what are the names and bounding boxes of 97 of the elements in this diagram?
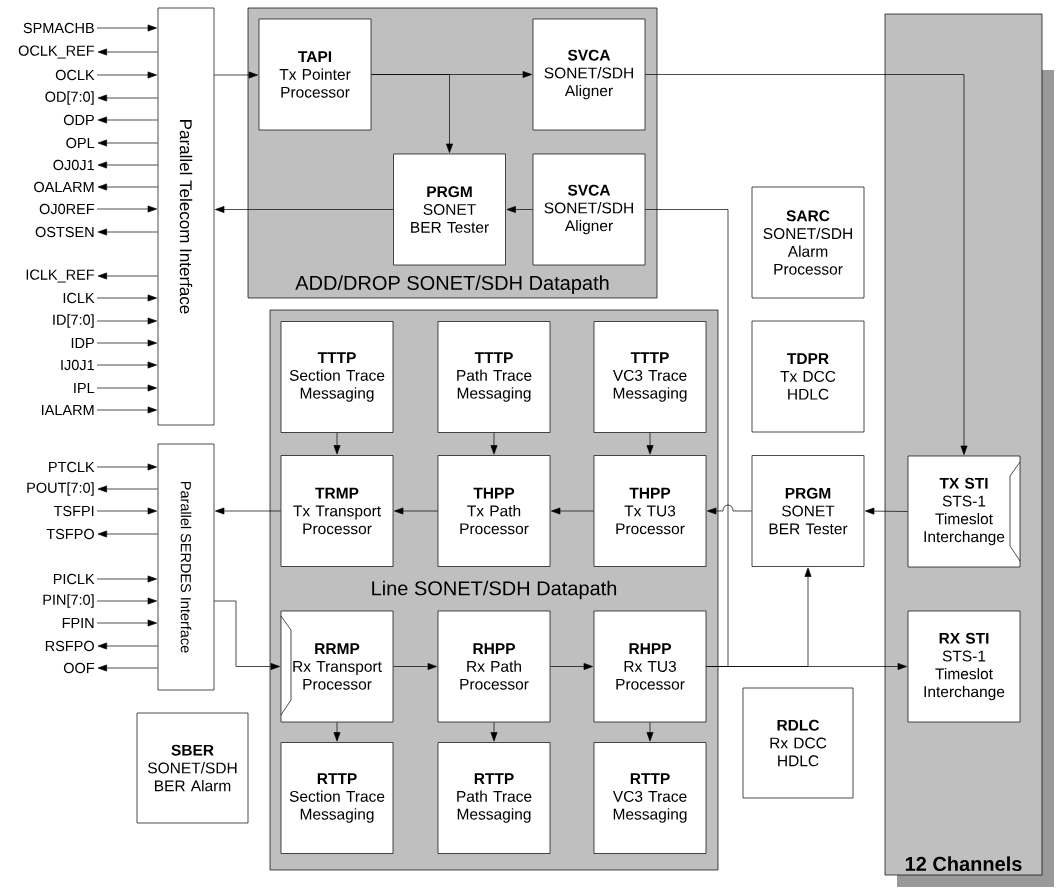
arrow bbox=[97, 183, 158, 191]
arrow bbox=[490, 722, 498, 742]
arrow bbox=[96, 507, 157, 515]
arrow bbox=[865, 507, 908, 515]
arrow bbox=[506, 206, 533, 213]
block-box: TX STI STS-1 Timeslot Interchange bbox=[907, 455, 1021, 568]
arrow bbox=[97, 485, 158, 493]
arrow bbox=[551, 507, 594, 515]
interface-box: Parallel SERDES Interface bbox=[157, 443, 215, 691]
signal-label: POUT[7:0] bbox=[27, 482, 94, 496]
block-box: RTTP Section Trace Messaging bbox=[280, 742, 394, 854]
signal-label: OJ0REF bbox=[39, 203, 95, 215]
arrow bbox=[96, 597, 157, 605]
block-box: THPP Tx TU3 Processor bbox=[593, 455, 707, 567]
arrow bbox=[706, 567, 812, 667]
arrow bbox=[333, 432, 341, 455]
signal-label: IJ0J1 bbox=[61, 359, 94, 371]
arrow bbox=[96, 361, 157, 369]
arrow bbox=[96, 575, 157, 583]
block-box: TRMP Tx Transport Processor bbox=[280, 455, 394, 567]
arrow bbox=[394, 507, 438, 515]
arrow bbox=[97, 272, 158, 280]
block-box: TDPR Tx DCC HDLC bbox=[751, 320, 865, 433]
arrow bbox=[97, 94, 158, 102]
signal-label: OPL bbox=[66, 137, 95, 149]
arrow bbox=[215, 507, 281, 515]
signal-label: IDP bbox=[71, 338, 94, 348]
block-box: RTTP VC3 Trace Messaging bbox=[593, 742, 707, 854]
arrow bbox=[96, 24, 157, 32]
arrow bbox=[393, 663, 437, 670]
signal-label: PICLK bbox=[53, 573, 95, 585]
block-box: RHPP Rx Path Processor bbox=[437, 610, 551, 723]
signal-label: RSFPO bbox=[45, 640, 94, 652]
arrow bbox=[646, 722, 654, 742]
arrow bbox=[97, 139, 158, 147]
block-box: RRMP Rx Transport Processor bbox=[280, 610, 394, 723]
arrow bbox=[96, 205, 157, 213]
arrow bbox=[371, 74, 453, 153]
signal-label: OALARM bbox=[34, 181, 94, 193]
block-box: THPP Tx Path Processor bbox=[437, 455, 551, 567]
block-box: PRGM SONET BER Tester bbox=[751, 455, 865, 567]
arrow bbox=[707, 504, 752, 515]
signal-label: SPMACHB bbox=[23, 22, 94, 34]
block-box: SVCA SONET/SDH Aligner bbox=[532, 153, 646, 266]
signal-label: OSTSEN bbox=[35, 226, 94, 238]
arrow bbox=[96, 294, 157, 302]
arrow bbox=[97, 116, 158, 124]
arrow bbox=[97, 530, 158, 538]
arrow bbox=[96, 406, 157, 414]
signal-label: OOF bbox=[63, 662, 95, 674]
block-box: SBER SONET/SDH BER Alarm bbox=[136, 712, 249, 824]
signal-label: TSFPI bbox=[53, 505, 94, 517]
arrow bbox=[96, 463, 157, 471]
signal-label: ICLK bbox=[63, 292, 95, 304]
signal-label: ID[7:0] bbox=[53, 314, 94, 328]
block-box: RX STI STS-1 Timeslot Interchange bbox=[907, 610, 1021, 723]
arrow bbox=[97, 48, 158, 56]
block-box: SVCA SONET/SDH Aligner bbox=[532, 18, 646, 131]
signal-label: TSFPO bbox=[46, 528, 94, 540]
interface-box: Parallel Telecom Interface bbox=[157, 7, 215, 426]
signal-label: OJ0J1 bbox=[53, 159, 94, 171]
arrow bbox=[97, 664, 158, 672]
block-box: RTTP Path Trace Messaging bbox=[437, 742, 551, 854]
arrow bbox=[550, 663, 593, 670]
arrow bbox=[96, 317, 157, 325]
block-box: TTTP Path Trace Messaging bbox=[437, 321, 551, 433]
signal-label: OD[7:0] bbox=[45, 91, 94, 105]
arrow bbox=[96, 71, 157, 79]
arrow bbox=[490, 432, 498, 455]
signal-label: PTCLK bbox=[49, 461, 95, 473]
signal-label: OCLK_REF bbox=[18, 45, 95, 59]
arrow bbox=[97, 161, 158, 169]
signal-label: OCLK bbox=[55, 69, 95, 81]
arrow bbox=[333, 722, 341, 742]
signal-label: FPIN bbox=[62, 618, 94, 628]
signal-label: ICLK_REF bbox=[26, 269, 95, 283]
signal-label: IPL bbox=[74, 383, 95, 393]
arrow bbox=[215, 206, 394, 213]
arrow bbox=[97, 642, 158, 650]
signal-label: PIN[7:0] bbox=[43, 594, 94, 608]
arrow bbox=[646, 432, 654, 455]
block-box: SARC SONET/SDH Alarm Processor bbox=[751, 186, 865, 299]
block-box: PRGM SONET BER Tester bbox=[393, 153, 506, 266]
arrow bbox=[214, 600, 280, 670]
arrow bbox=[97, 228, 158, 236]
block-box: TTTP VC3 Trace Messaging bbox=[593, 321, 707, 433]
arrow bbox=[96, 339, 157, 347]
block-box: TTTP Section Trace Messaging bbox=[280, 321, 394, 433]
arrow bbox=[214, 71, 258, 79]
arrow bbox=[645, 74, 968, 455]
block-box: TAPI Tx Pointer Processor bbox=[258, 18, 372, 131]
arrow bbox=[96, 619, 157, 627]
arrow bbox=[96, 384, 157, 392]
block-box: RHPP Rx TU3 Processor bbox=[593, 610, 707, 723]
signal-label: IALARM bbox=[42, 405, 94, 415]
signal-label: ODP bbox=[63, 114, 94, 126]
block-box: RDLC Rx DCC HDLC bbox=[742, 687, 854, 799]
